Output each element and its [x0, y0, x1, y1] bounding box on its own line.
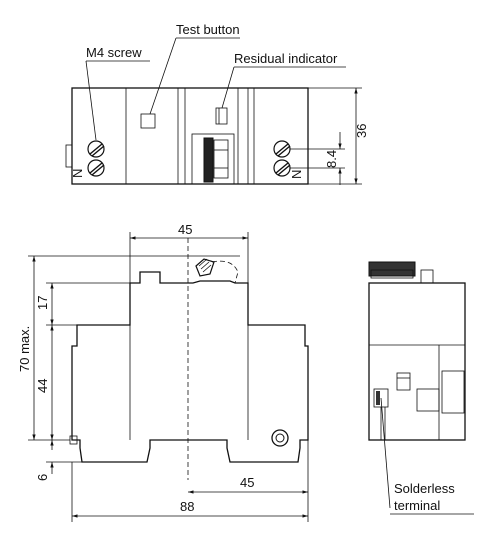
toggle-handle — [195, 258, 239, 284]
dim-lower-height: 44 — [35, 379, 50, 393]
dim-front-width: 45 — [178, 222, 192, 237]
dim-upper-step: 17 — [35, 296, 50, 310]
m4-screw-label: M4 screw — [86, 45, 142, 60]
residual-indicator-square — [215, 107, 228, 125]
solderless-terminal-label-2: terminal — [394, 498, 440, 513]
top-view-body — [71, 87, 309, 185]
side-view-body — [368, 282, 466, 441]
front-view-body — [71, 271, 309, 463]
dim-overall-height: 70 max. — [17, 326, 32, 372]
residual-indicator-label: Residual indicator — [234, 51, 338, 66]
screw-icon — [87, 140, 105, 158]
top-view: N N Test button Residual indicator M4 sc… — [65, 22, 369, 185]
dim-overall-depth: 88 — [180, 499, 194, 514]
side-view: Solderless terminal — [368, 261, 474, 515]
test-button-square — [140, 113, 156, 129]
screw-icon — [273, 140, 291, 158]
handle-block — [191, 133, 235, 185]
neutral-mark-right: N — [289, 170, 304, 179]
solderless-terminal-label-1: Solderless — [394, 481, 455, 496]
dim-lower-half-width: 45 — [240, 475, 254, 490]
front-view: 45 70 max. 17 44 6 45 88 — [17, 222, 309, 522]
neutral-mark-left: N — [70, 169, 85, 178]
dim-bottom-offset: 6 — [35, 474, 50, 481]
screw-icon — [87, 159, 105, 177]
dim-top-height: 36 — [354, 124, 369, 138]
screw-icon — [273, 159, 291, 177]
dim-terminal-pitch: 8.4 — [324, 150, 339, 168]
terminal-circle — [271, 429, 289, 447]
test-button-label: Test button — [176, 22, 240, 37]
side-test-button — [396, 372, 411, 391]
